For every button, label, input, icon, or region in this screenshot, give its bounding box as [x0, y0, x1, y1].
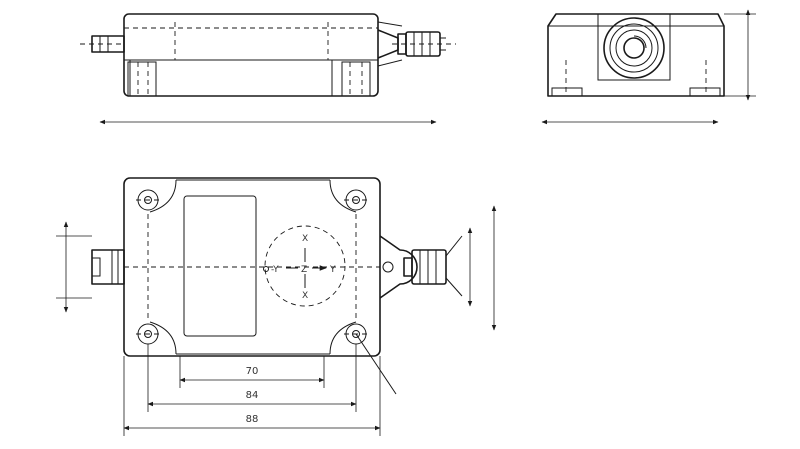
- end-view: [541, 9, 756, 125]
- axis-marking: -Y Z Y X X: [263, 225, 346, 307]
- dimension-inner-label: 70: [246, 366, 259, 377]
- mount-hole-bottom-left: [136, 323, 160, 345]
- end-view-recess: [597, 13, 671, 81]
- dimension-overall-label: 88: [246, 414, 259, 425]
- axis-neg-y-label: -Y: [271, 265, 279, 275]
- side-view: [80, 13, 456, 125]
- axis-x-top-label: X: [302, 234, 308, 244]
- top-right-tab: [379, 235, 418, 299]
- top-gland-body: [411, 249, 447, 285]
- mount-hole-top-left: [136, 189, 160, 211]
- side-left-mount: [127, 61, 157, 97]
- end-view-connector-outer: [603, 17, 665, 79]
- axis-marking-circle: [264, 225, 346, 307]
- side-right-mount: [341, 61, 371, 97]
- mount-hole-top-right: [344, 189, 368, 211]
- side-left-foot: [124, 59, 131, 96]
- axis-z-label: Z: [301, 265, 307, 275]
- dimension-middle-label: 84: [246, 390, 259, 401]
- top-view: -Y Z Y X X: [56, 177, 497, 436]
- axis-pos-y-label: Y: [329, 265, 336, 275]
- top-left-connector: [91, 249, 125, 285]
- label-recess: [183, 195, 257, 337]
- end-view-connector-core: [623, 37, 645, 59]
- hole-leader: [355, 333, 397, 395]
- side-view-body: [123, 13, 379, 97]
- axis-x-bottom-label: X: [302, 291, 308, 301]
